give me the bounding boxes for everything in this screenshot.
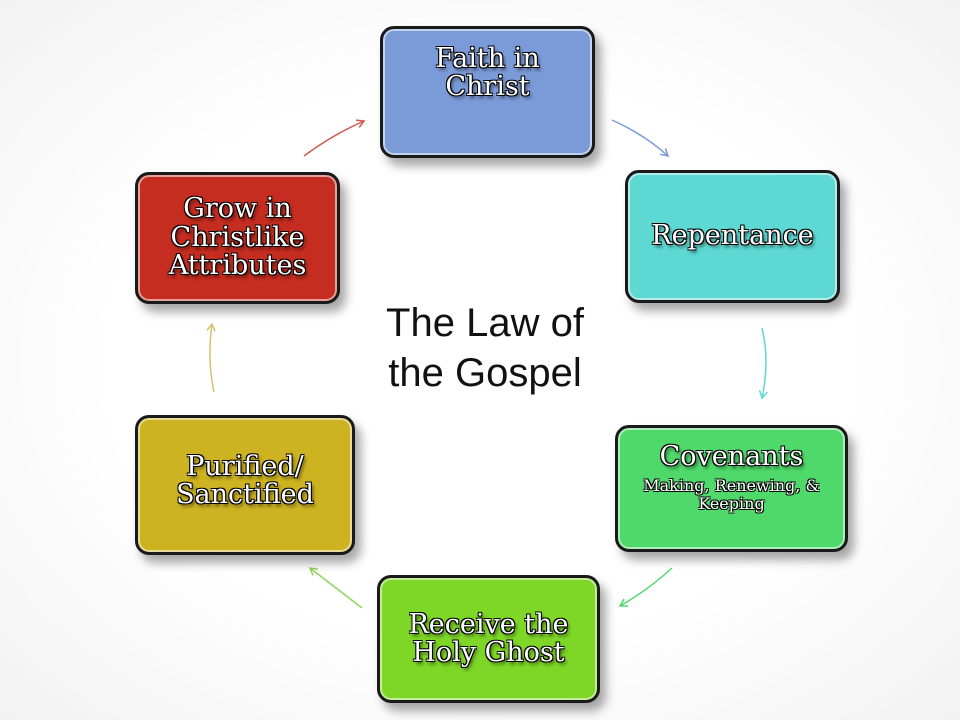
node-purified-sanctified: Purified/ Sanctified xyxy=(135,415,355,555)
node-title: Purified/ Sanctified xyxy=(176,450,314,510)
node-grow-christlike-attributes: Grow in Christlike Attributes xyxy=(135,172,340,304)
arrow-faith-to-repentance xyxy=(611,119,670,158)
node-title: Grow in Christlike Attributes xyxy=(168,193,307,282)
arrow-grow-to-faith xyxy=(303,119,366,157)
node-faith-in-christ: Faith in Christ xyxy=(380,26,595,158)
arrow-purified-to-grow xyxy=(206,322,216,393)
arrow-covenants-to-holyghost xyxy=(618,567,673,607)
node-subtitle: Making, Renewing, & Keeping xyxy=(643,476,820,513)
node-title: Repentance xyxy=(651,220,814,252)
arrow-holyghost-to-purified xyxy=(308,567,363,609)
arrow-repentance-to-covenants xyxy=(758,327,768,400)
node-repentance: Repentance xyxy=(625,170,840,303)
node-receive-holy-ghost: Receive the Holy Ghost xyxy=(377,575,600,703)
diagram-title-line1: The Law of xyxy=(386,301,584,345)
node-title: Covenants xyxy=(659,440,804,472)
diagram-title-line2: the Gospel xyxy=(388,351,582,395)
node-title: Faith in Christ xyxy=(435,42,540,102)
node-covenants: Covenants Making, Renewing, & Keeping xyxy=(615,425,848,552)
diagram-title: The Law of the Gospel xyxy=(350,298,620,398)
node-title: Receive the Holy Ghost xyxy=(408,608,569,668)
